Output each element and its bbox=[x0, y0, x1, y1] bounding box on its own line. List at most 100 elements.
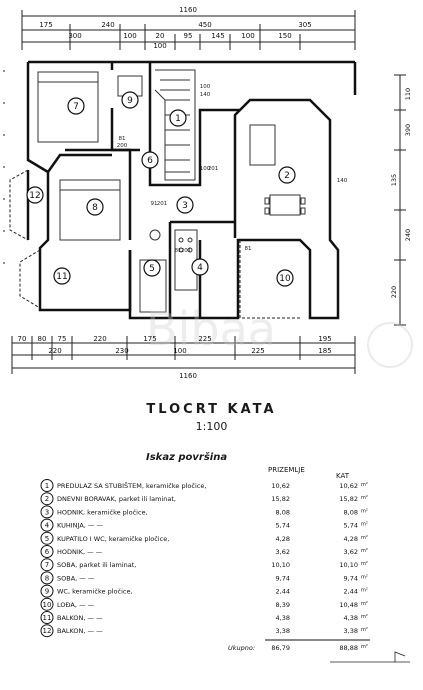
row-name: SOBA, parket ili laminat, bbox=[57, 561, 136, 569]
bottom-dim: 225 bbox=[198, 335, 211, 343]
row-number: 4 bbox=[45, 522, 50, 530]
row-unit: m² bbox=[361, 535, 368, 541]
row-unit: m² bbox=[361, 627, 368, 633]
row-unit: m² bbox=[361, 601, 368, 607]
interior-dim: 81 bbox=[175, 248, 182, 254]
row-number-circle bbox=[40, 611, 54, 624]
row-unit: m² bbox=[361, 588, 368, 594]
row-number: 9 bbox=[45, 588, 49, 596]
row-prizemlje-value: 9,74 bbox=[276, 574, 290, 582]
top-dim: 100 bbox=[241, 32, 254, 40]
room-number-11: 11 bbox=[56, 272, 67, 282]
row-kat-value: 10,10 bbox=[339, 561, 358, 569]
interior-dim: 201 bbox=[181, 248, 192, 254]
row-number-circle bbox=[40, 518, 54, 532]
row-number-circle bbox=[40, 584, 54, 598]
row-kat-value: 4,28 bbox=[344, 535, 358, 543]
bottom-dim: 100 bbox=[173, 347, 186, 355]
row-number-circle bbox=[40, 531, 54, 545]
row-unit: m² bbox=[361, 548, 368, 554]
bottom-dim: 195 bbox=[318, 335, 331, 343]
row-prizemlje-value: 4,38 bbox=[276, 614, 290, 622]
bottom-dim: 185 bbox=[318, 347, 331, 355]
row-unit: m² bbox=[361, 495, 368, 501]
interior-dim: 140 bbox=[200, 92, 211, 98]
bottom-dim: 80 bbox=[38, 335, 47, 343]
north-mark bbox=[330, 651, 410, 663]
row-kat-value: 10,48 bbox=[339, 601, 358, 609]
row-prizemlje-value: 15,82 bbox=[271, 495, 290, 503]
total-kat: 88,88 bbox=[339, 644, 358, 652]
row-prizemlje-value: 8,39 bbox=[276, 601, 290, 609]
top-dim: 240 bbox=[101, 21, 114, 29]
row-prizemlje-value: 3,38 bbox=[276, 627, 290, 635]
right-dim-ticks bbox=[394, 74, 406, 326]
row-kat-value: 10,62 bbox=[339, 482, 358, 490]
row-name: BALKON, — — bbox=[57, 614, 103, 622]
row-number-circle bbox=[40, 479, 54, 492]
column-header-kat: KAT bbox=[336, 472, 350, 480]
room-number-3: 3 bbox=[182, 201, 188, 211]
right-dim: 390 bbox=[404, 124, 412, 136]
row-kat-value: 9,74 bbox=[344, 574, 358, 582]
row-name: PREDULAZ SA STUBIŠTEM, keramičke pločice… bbox=[57, 481, 206, 490]
row-kat-value: 3,62 bbox=[344, 548, 358, 556]
row-kat-value: 3,38 bbox=[344, 627, 358, 635]
row-number: 8 bbox=[45, 574, 49, 582]
interior-dim: 100 bbox=[200, 84, 211, 90]
plan-title: TLOCRT KATA bbox=[146, 402, 277, 417]
row-name: DNEVNI BORAVAK, parket ili laminat, bbox=[57, 495, 176, 503]
room-number-7: 7 bbox=[73, 102, 79, 112]
room-number-2: 2 bbox=[284, 171, 290, 181]
top-dim: 95 bbox=[184, 32, 193, 40]
row-name: HODNIK, keramičke pločice, bbox=[57, 508, 148, 516]
walls bbox=[26, 60, 357, 320]
interior-dim: 100 bbox=[200, 166, 211, 172]
interior-dim: 140 bbox=[337, 178, 348, 184]
bottom-dim: 225 bbox=[251, 347, 264, 355]
right-dim: 110 bbox=[404, 88, 412, 100]
row-unit: m² bbox=[361, 561, 368, 567]
row-prizemlje-value: 10,10 bbox=[271, 561, 290, 569]
right-dim: 220 bbox=[390, 286, 398, 298]
row-number-circle bbox=[40, 558, 54, 572]
row-name: SOBA, — — bbox=[57, 574, 95, 582]
room-number-1: 1 bbox=[175, 114, 181, 124]
bottom-dim: 70 bbox=[18, 335, 27, 343]
row-kat-value: 15,82 bbox=[339, 495, 358, 503]
sofa bbox=[249, 124, 276, 166]
top-dim: 100 bbox=[153, 42, 166, 50]
row-number: 1 bbox=[45, 482, 49, 490]
room-number-12: 12 bbox=[29, 191, 40, 201]
room-number-9: 9 bbox=[127, 96, 133, 106]
row-kat-value: 4,38 bbox=[344, 614, 358, 622]
interior-dim: 91 bbox=[151, 201, 158, 207]
row-prizemlje-value: 2,44 bbox=[276, 588, 290, 596]
total-prizemlje: 86,79 bbox=[271, 644, 290, 652]
room-number-6: 6 bbox=[147, 156, 153, 166]
watermark-copyright-icon bbox=[367, 322, 413, 368]
plan-scale: 1:100 bbox=[195, 420, 228, 433]
top-dim: 150 bbox=[278, 32, 291, 40]
toilet bbox=[149, 229, 161, 241]
row-number: 12 bbox=[43, 627, 52, 635]
top-total-dim: 1160 bbox=[179, 6, 197, 14]
row-prizemlje-value: 8,08 bbox=[276, 508, 290, 516]
top-dim: 100 bbox=[123, 32, 136, 40]
top-dim: 305 bbox=[298, 21, 311, 29]
row-number: 5 bbox=[45, 535, 49, 543]
row-number: 2 bbox=[45, 495, 49, 503]
row-unit: m² bbox=[361, 508, 368, 514]
interior-dim: 201 bbox=[157, 201, 168, 207]
row-unit: m² bbox=[361, 482, 368, 488]
row-number-circle bbox=[40, 571, 54, 585]
top-dim: 450 bbox=[198, 21, 211, 29]
kitchen-counter bbox=[174, 229, 198, 291]
right-dim: 240 bbox=[404, 229, 412, 241]
interior-dim: 81 bbox=[119, 136, 126, 142]
row-number-circle bbox=[40, 492, 54, 506]
room-number-8: 8 bbox=[92, 203, 98, 213]
row-number: 3 bbox=[45, 508, 49, 516]
row-number: 10 bbox=[43, 601, 52, 609]
